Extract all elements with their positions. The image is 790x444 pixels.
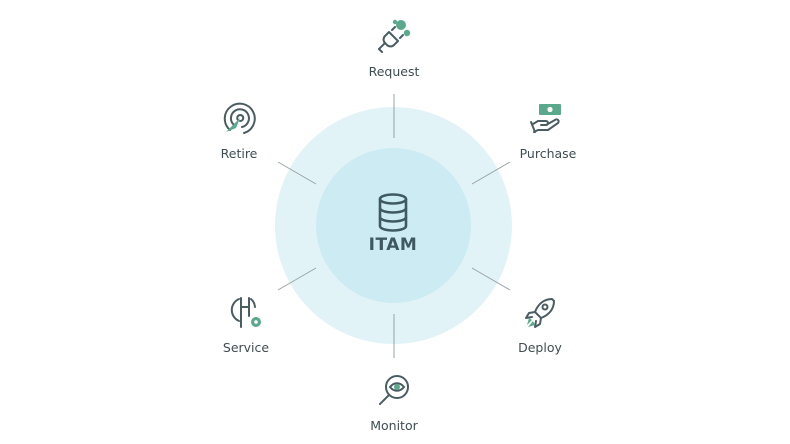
connector-deploy xyxy=(471,267,511,291)
stage-monitor: Monitor xyxy=(344,372,444,433)
wrench-gear-icon xyxy=(230,297,261,328)
database-icon xyxy=(378,193,408,232)
stage-label: Request xyxy=(368,64,420,79)
stage-retire: Retire xyxy=(189,100,289,161)
center-label: ITAM xyxy=(368,235,418,255)
magnifier-eye-icon xyxy=(379,375,409,405)
stage-label: Service xyxy=(222,340,270,355)
connector-retire xyxy=(277,161,317,185)
stage-deploy: Deploy xyxy=(490,294,590,355)
inner-circle xyxy=(316,148,471,303)
stage-label: Purchase xyxy=(519,146,577,161)
rocket-icon xyxy=(525,298,555,328)
stage-label: Monitor xyxy=(370,418,418,433)
stage-label: Retire xyxy=(220,146,258,161)
connector-purchase xyxy=(471,161,511,185)
plug-icon xyxy=(378,19,411,53)
stage-purchase: Purchase xyxy=(498,100,598,161)
stage-request: Request xyxy=(344,18,444,79)
stage-label: Deploy xyxy=(518,340,562,355)
stage-service: Service xyxy=(196,294,296,355)
target-arrow-icon xyxy=(223,102,256,134)
connector-service xyxy=(277,267,317,291)
hand-money-icon xyxy=(530,104,561,133)
